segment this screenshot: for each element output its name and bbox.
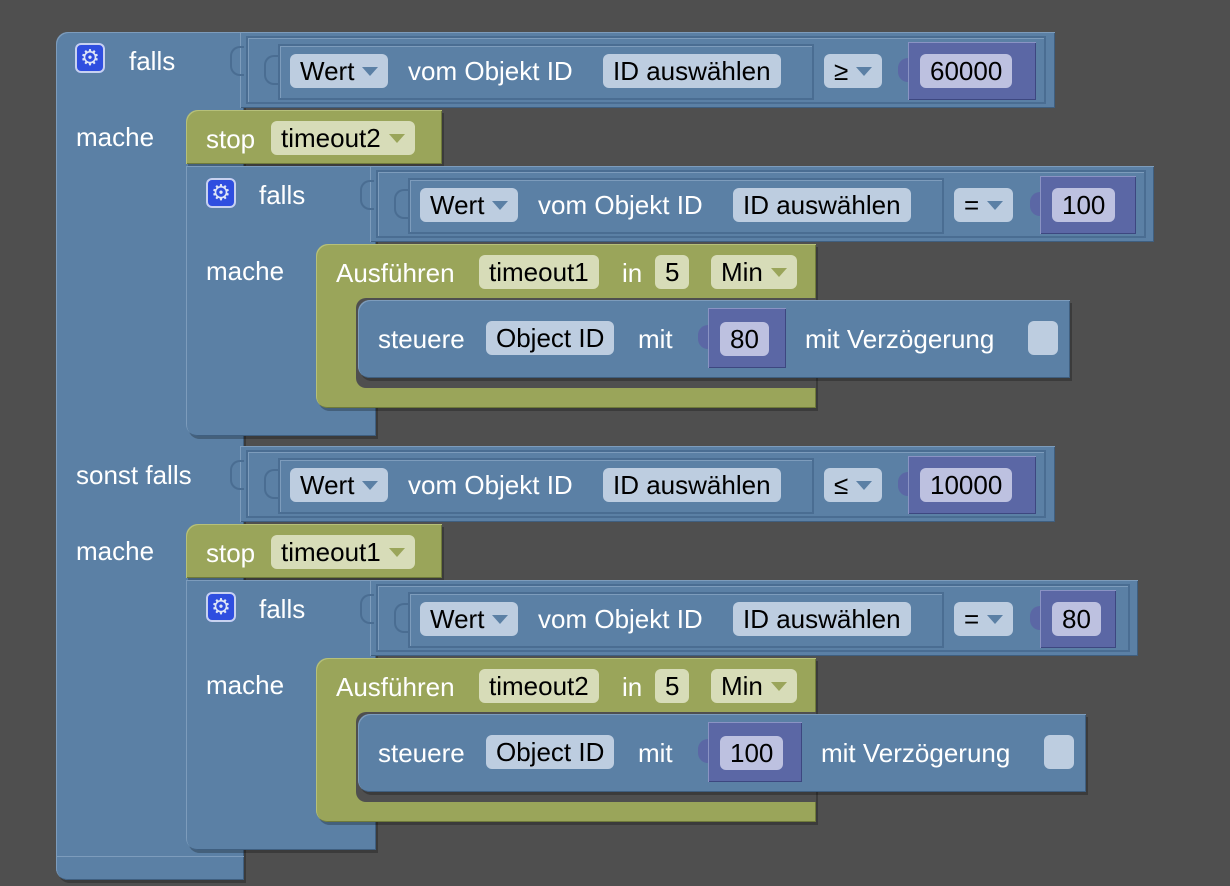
do-label: mache — [206, 256, 285, 286]
object-id-label: vom Objekt ID — [408, 56, 573, 86]
property-dropdown[interactable]: Wert — [420, 602, 519, 636]
operator-value: = — [964, 190, 980, 220]
input-connector-icon — [898, 472, 908, 496]
operator-value: ≤ — [834, 470, 849, 500]
input-connector-icon — [394, 189, 408, 219]
chevron-down-icon — [492, 200, 509, 210]
control-label: steuere — [378, 324, 465, 354]
delay-checkbox[interactable] — [1028, 321, 1058, 355]
operator-value: = — [964, 604, 980, 634]
delay-label: mit Verzögerung — [805, 324, 995, 354]
chevron-down-icon — [770, 267, 787, 277]
input-connector-icon — [360, 180, 374, 210]
property-value: Wert — [300, 470, 355, 500]
elseif-label: sonst falls — [76, 460, 192, 490]
delay-label: mit Verzögerung — [821, 738, 1011, 768]
object-id-selector[interactable]: Object ID — [486, 735, 615, 769]
number-input[interactable]: 100 — [1052, 188, 1116, 222]
operator-value: ≥ — [834, 56, 849, 86]
timeout-name-input[interactable]: timeout1 — [479, 255, 599, 289]
gear-icon[interactable]: ⚙ — [206, 592, 236, 622]
unit-value: Min — [721, 257, 763, 287]
chevron-down-icon — [770, 681, 787, 691]
gear-icon[interactable]: ⚙ — [206, 178, 236, 208]
with-label: mit — [638, 324, 673, 354]
input-connector-icon — [360, 594, 374, 624]
object-id-selector[interactable]: ID auswählen — [733, 188, 911, 222]
chevron-down-icon — [987, 614, 1004, 624]
operator-dropdown[interactable]: ≤ — [824, 468, 883, 502]
chevron-down-icon — [492, 614, 509, 624]
number-input[interactable]: 80 — [1052, 602, 1101, 636]
object-id-selector[interactable]: ID auswählen — [603, 468, 781, 502]
operator-dropdown[interactable]: ≥ — [824, 54, 883, 88]
input-connector-icon — [898, 58, 908, 82]
with-label: mit — [638, 738, 673, 768]
in-label: in — [622, 672, 643, 702]
object-id-selector[interactable]: Object ID — [486, 321, 615, 355]
object-id-selector[interactable]: ID auswählen — [603, 54, 781, 88]
property-value: Wert — [300, 56, 355, 86]
stop-label: stop — [206, 124, 256, 154]
chevron-down-icon — [362, 480, 379, 490]
input-connector-icon — [698, 739, 708, 763]
if-label: falls — [129, 46, 176, 76]
unit-dropdown[interactable]: Min — [711, 669, 797, 703]
unit-value: Min — [721, 671, 763, 701]
do-label: mache — [76, 122, 155, 152]
chevron-down-icon — [987, 200, 1004, 210]
input-connector-icon — [264, 469, 278, 499]
unit-dropdown[interactable]: Min — [711, 255, 797, 289]
outer-if-bottom — [56, 856, 244, 880]
number-input[interactable]: 10000 — [920, 468, 1013, 502]
timer-value: timeout2 — [281, 123, 381, 153]
chevron-down-icon — [856, 66, 873, 76]
exec-label: Ausführen — [336, 258, 455, 288]
timer-dropdown[interactable]: timeout1 — [271, 535, 415, 569]
property-value: Wert — [430, 604, 485, 634]
control-label: steuere — [378, 738, 465, 768]
input-connector-icon — [264, 55, 278, 85]
chevron-down-icon — [362, 66, 379, 76]
operator-dropdown[interactable]: = — [954, 602, 1014, 636]
property-dropdown[interactable]: Wert — [290, 468, 389, 502]
chevron-down-icon — [856, 480, 873, 490]
input-connector-icon — [230, 46, 244, 76]
input-connector-icon — [1030, 192, 1040, 216]
in-label: in — [622, 258, 643, 288]
object-id-selector[interactable]: ID auswählen — [733, 602, 911, 636]
timer-dropdown[interactable]: timeout2 — [271, 121, 415, 155]
delay-amount-input[interactable]: 5 — [655, 255, 690, 289]
gear-icon[interactable]: ⚙ — [75, 43, 105, 73]
property-dropdown[interactable]: Wert — [290, 54, 389, 88]
input-connector-icon — [698, 325, 708, 349]
delay-amount-input[interactable]: 5 — [655, 669, 690, 703]
chevron-down-icon — [388, 133, 405, 143]
do-label: mache — [206, 670, 285, 700]
object-id-label: vom Objekt ID — [408, 470, 573, 500]
timer-value: timeout1 — [281, 537, 381, 567]
object-id-label: vom Objekt ID — [538, 190, 703, 220]
number-input[interactable]: 100 — [720, 736, 784, 770]
if-label: falls — [259, 180, 306, 210]
exec-label: Ausführen — [336, 672, 455, 702]
object-id-label: vom Objekt ID — [538, 604, 703, 634]
input-connector-icon — [394, 603, 408, 633]
property-value: Wert — [430, 190, 485, 220]
chevron-down-icon — [388, 547, 405, 557]
if-label: falls — [259, 594, 306, 624]
do-label-2: mache — [76, 536, 155, 566]
timeout-name-input[interactable]: timeout2 — [479, 669, 599, 703]
input-connector-icon — [1030, 606, 1040, 630]
number-input[interactable]: 60000 — [920, 54, 1013, 88]
stop-label: stop — [206, 538, 256, 568]
input-connector-icon — [230, 460, 244, 490]
operator-dropdown[interactable]: = — [954, 188, 1014, 222]
property-dropdown[interactable]: Wert — [420, 188, 519, 222]
number-input[interactable]: 80 — [720, 322, 769, 356]
delay-checkbox[interactable] — [1044, 735, 1074, 769]
